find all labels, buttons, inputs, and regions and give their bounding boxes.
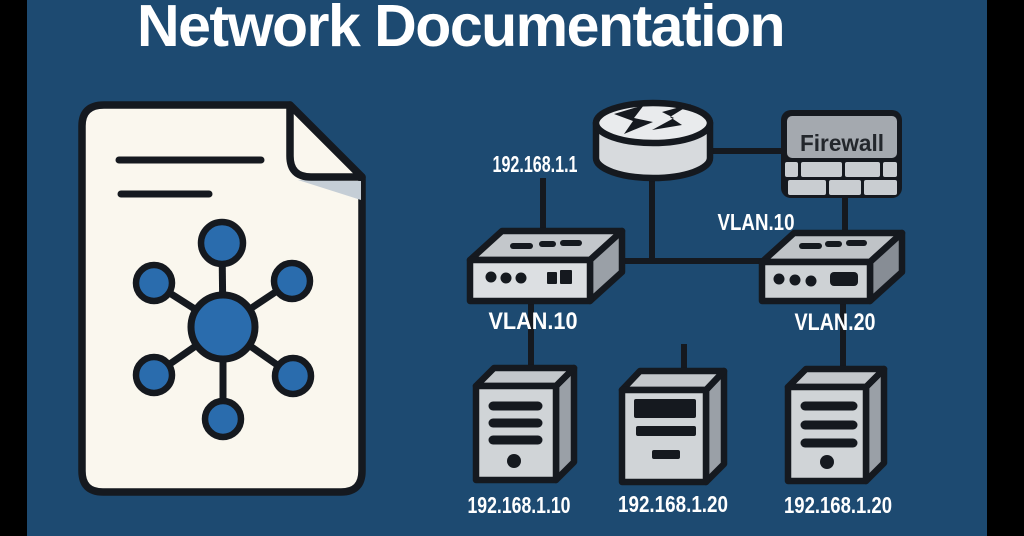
hub-node	[270, 259, 314, 303]
hub-node	[201, 397, 245, 441]
server-icon-3	[784, 365, 888, 485]
network-hub-icon	[132, 218, 315, 441]
router-ip-label: 192.168.1.1	[493, 151, 578, 177]
firewall-label: Firewall	[800, 130, 884, 156]
server-icon-2	[618, 367, 728, 486]
vlan10-left-label: VLAN.10	[489, 308, 578, 335]
vlan10-right-label: VLAN.10	[718, 209, 795, 235]
fold-shadow	[298, 180, 361, 200]
server3-ip-label: 192.168.1.20	[784, 492, 892, 518]
hub-node	[197, 218, 247, 268]
server1-ip-label: 192.168.1.10	[468, 492, 571, 518]
server2-ip-label: 192.168.1.20	[618, 491, 728, 517]
server-vents	[800, 401, 858, 448]
page-title: Network Documentation	[137, 0, 786, 59]
vlan20-label: VLAN.20	[795, 309, 876, 336]
switch-port-dashes	[799, 240, 867, 249]
firewall-icon: Firewall	[781, 110, 902, 198]
switch-port-dashes	[510, 240, 582, 249]
hub-node	[132, 261, 176, 305]
switch-left-icon	[466, 227, 626, 305]
hub-node	[271, 354, 315, 398]
folded-corner	[286, 101, 366, 181]
server-power-dot	[820, 455, 834, 469]
server-vents	[488, 401, 543, 445]
hub-center-node	[187, 291, 259, 363]
switch-front-detail	[485, 270, 572, 284]
router-icon	[592, 99, 714, 182]
server-icon-1	[472, 364, 578, 484]
switch-front-detail	[773, 272, 858, 287]
firewall-bricks	[785, 162, 897, 195]
hub-node	[132, 353, 176, 397]
switch-right-icon	[758, 229, 906, 305]
server-front-detail	[634, 399, 696, 459]
router-arrows-icon	[614, 104, 691, 134]
server-power-dot	[507, 454, 521, 468]
document-icon	[78, 101, 366, 496]
